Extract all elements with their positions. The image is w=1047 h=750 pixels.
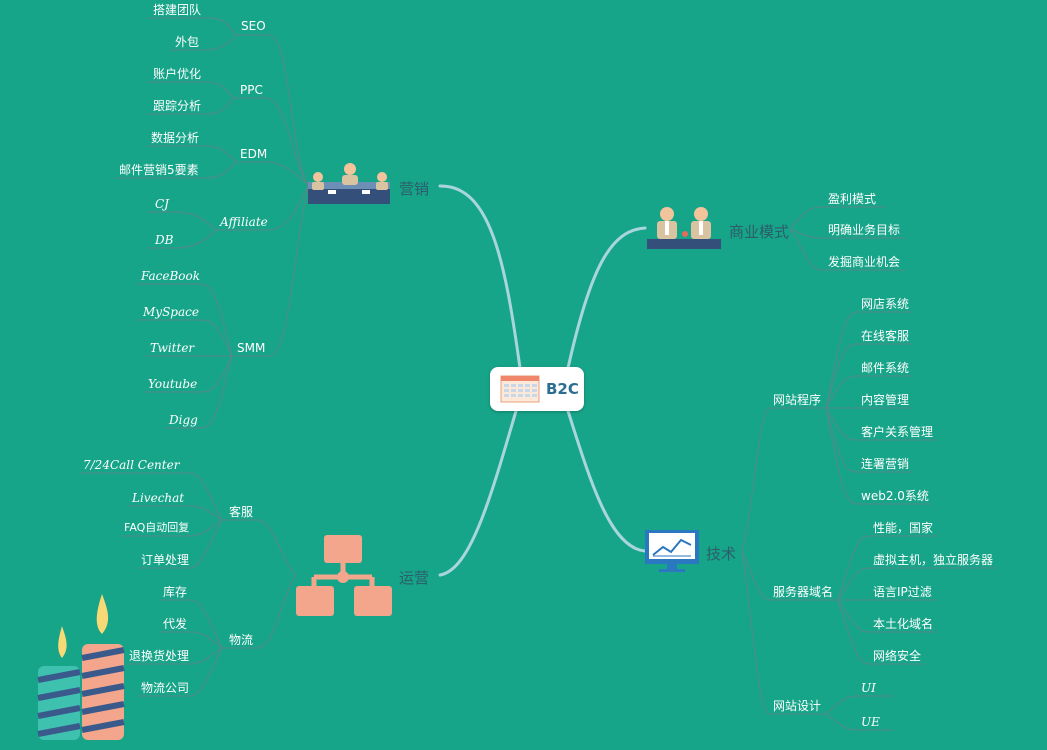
- leaf-smm-4[interactable]: Youtube: [148, 376, 197, 392]
- leaf-program-1[interactable]: 网店系统: [861, 296, 909, 312]
- subtopic-customer-service[interactable]: 客服: [229, 504, 253, 520]
- leaf-service-2[interactable]: Livechat: [132, 490, 184, 506]
- leaf-business-2[interactable]: 明确业务目标: [828, 222, 900, 238]
- branch-operations: [440, 411, 516, 575]
- leaf-seo-2[interactable]: 外包: [175, 34, 199, 50]
- subtopic-server-domain[interactable]: 服务器域名: [773, 584, 833, 600]
- calendar-icon: [500, 375, 540, 403]
- leaf-server-2[interactable]: 虚拟主机，独立服务器: [873, 552, 993, 568]
- leaf-affiliate-2[interactable]: DB: [155, 232, 173, 248]
- subtopic-ppc[interactable]: PPC: [240, 82, 263, 98]
- leaf-seo-1[interactable]: 搭建团队: [153, 2, 201, 18]
- leaf-smm-1[interactable]: FaceBook: [141, 268, 200, 284]
- monitor-chart-icon: [645, 530, 699, 574]
- leaf-business-3[interactable]: 发掘商业机会: [828, 254, 900, 270]
- candles-icon: [36, 592, 128, 744]
- meeting-icon: [306, 160, 392, 212]
- branch-business: [568, 228, 645, 368]
- leaf-service-4[interactable]: 订单处理: [141, 552, 189, 568]
- business-people-icon: [645, 205, 723, 251]
- leaf-server-3[interactable]: 语言IP过滤: [873, 584, 932, 600]
- topic-tech[interactable]: 技术: [706, 543, 736, 564]
- leaf-design-1[interactable]: UI: [861, 680, 876, 696]
- topic-marketing[interactable]: 营销: [399, 178, 429, 199]
- leaf-service-3[interactable]: FAQ自动回复: [124, 520, 189, 536]
- leaf-service-1[interactable]: 7/24Call Center: [83, 457, 179, 473]
- leaf-program-6[interactable]: 连署营销: [861, 456, 909, 472]
- subtopic-website-program[interactable]: 网站程序: [773, 392, 821, 408]
- leaf-logistics-3[interactable]: 退换货处理: [129, 648, 189, 664]
- leaf-program-7[interactable]: web2.0系统: [861, 488, 929, 504]
- branch-marketing: [440, 186, 520, 368]
- subtopic-smm[interactable]: SMM: [237, 340, 265, 356]
- leaf-program-2[interactable]: 在线客服: [861, 328, 909, 344]
- subtopic-edm[interactable]: EDM: [240, 146, 267, 162]
- leaf-program-4[interactable]: 内容管理: [861, 392, 909, 408]
- subtopic-seo[interactable]: SEO: [241, 18, 266, 34]
- leaf-business-1[interactable]: 盈利模式: [828, 191, 876, 207]
- leaf-edm-1[interactable]: 数据分析: [151, 130, 199, 146]
- center-topic-label: B2C: [546, 380, 579, 398]
- leaf-server-1[interactable]: 性能，国家: [873, 520, 933, 536]
- leaf-ppc-1[interactable]: 账户优化: [153, 66, 201, 82]
- leaf-design-2[interactable]: UE: [861, 714, 880, 730]
- leaf-smm-2[interactable]: MySpace: [143, 304, 199, 320]
- center-topic-b2c[interactable]: B2C: [490, 367, 584, 411]
- leaf-affiliate-1[interactable]: CJ: [155, 196, 169, 212]
- leaf-logistics-1[interactable]: 库存: [163, 584, 187, 600]
- leaf-server-4[interactable]: 本土化域名: [873, 616, 933, 632]
- leaf-server-5[interactable]: 网络安全: [873, 648, 921, 664]
- leaf-program-5[interactable]: 客户关系管理: [861, 424, 933, 440]
- leaf-smm-3[interactable]: Twitter: [150, 340, 194, 356]
- topic-business-model[interactable]: 商业模式: [729, 221, 789, 242]
- leaf-ppc-2[interactable]: 跟踪分析: [153, 98, 201, 114]
- subtopic-logistics[interactable]: 物流: [229, 632, 253, 648]
- flowchart-icon: [296, 535, 394, 617]
- leaf-smm-5[interactable]: Digg: [169, 412, 198, 428]
- subtopic-website-design[interactable]: 网站设计: [773, 698, 821, 714]
- leaf-logistics-4[interactable]: 物流公司: [141, 680, 189, 696]
- subtopic-affiliate[interactable]: Affiliate: [220, 214, 268, 230]
- leaf-program-3[interactable]: 邮件系统: [861, 360, 909, 376]
- leaf-logistics-2[interactable]: 代发: [163, 616, 187, 632]
- branch-tech: [568, 411, 645, 551]
- leaf-edm-2[interactable]: 邮件营销5要素: [119, 162, 199, 178]
- topic-operations[interactable]: 运营: [399, 567, 429, 588]
